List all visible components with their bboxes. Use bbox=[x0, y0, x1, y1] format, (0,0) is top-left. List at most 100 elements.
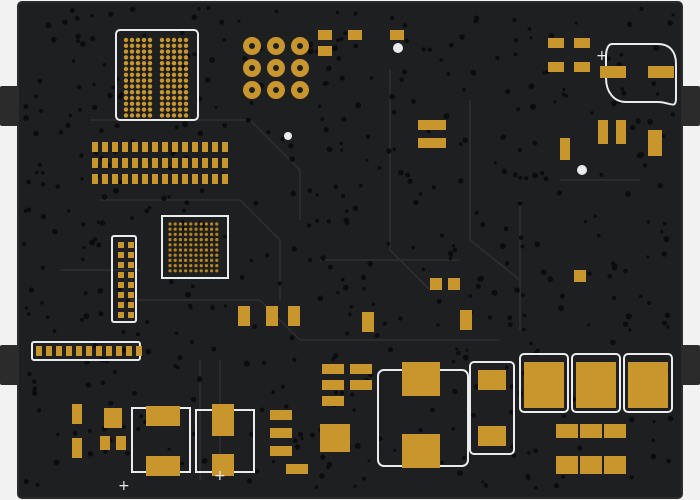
pad-8 bbox=[448, 278, 460, 290]
via bbox=[161, 195, 167, 202]
qfp-ball bbox=[215, 243, 219, 247]
bga-ball bbox=[171, 43, 177, 48]
small-pad bbox=[142, 174, 148, 184]
via bbox=[336, 290, 340, 295]
via bbox=[101, 194, 108, 200]
row-pad bbox=[106, 346, 112, 356]
bga-ball bbox=[177, 95, 183, 101]
qfp-ball bbox=[215, 258, 219, 262]
gold-pads bbox=[72, 30, 674, 476]
via bbox=[139, 414, 144, 419]
qfp-ball bbox=[210, 222, 214, 226]
pad-7 bbox=[430, 278, 442, 290]
power-pad-1 bbox=[524, 362, 564, 408]
bga-ball bbox=[147, 84, 153, 89]
qfp-ball bbox=[168, 238, 172, 242]
via bbox=[192, 52, 197, 57]
qfp-ball bbox=[178, 238, 182, 242]
via bbox=[108, 400, 114, 406]
small-pad bbox=[192, 142, 198, 152]
small-pad bbox=[202, 158, 208, 168]
bga-ball bbox=[165, 66, 171, 72]
via bbox=[547, 276, 554, 283]
qfp-ball bbox=[204, 248, 208, 252]
via bbox=[542, 71, 546, 75]
via bbox=[332, 45, 338, 51]
qfp-ball bbox=[189, 248, 193, 252]
via bbox=[503, 226, 509, 232]
qfp-ball bbox=[178, 248, 182, 252]
qfp-ball bbox=[168, 248, 172, 252]
bga-ball bbox=[177, 55, 183, 60]
fiducial-1 bbox=[393, 43, 403, 53]
bga-ball bbox=[159, 101, 165, 107]
via bbox=[290, 190, 296, 197]
via bbox=[23, 208, 28, 213]
via bbox=[21, 241, 27, 246]
via bbox=[280, 384, 285, 389]
via bbox=[587, 323, 591, 327]
via bbox=[99, 220, 106, 226]
via bbox=[144, 208, 150, 214]
via bbox=[350, 392, 355, 397]
via bbox=[527, 451, 531, 455]
qfp-ball bbox=[210, 248, 214, 252]
via bbox=[540, 269, 547, 276]
via bbox=[636, 152, 642, 159]
via bbox=[655, 92, 660, 96]
via bbox=[37, 162, 42, 167]
bga-ball bbox=[171, 78, 177, 83]
small-pad bbox=[122, 158, 128, 168]
header-pad bbox=[128, 262, 134, 268]
bga-ball bbox=[159, 113, 165, 118]
qfp-ball bbox=[168, 227, 172, 231]
small-pad-row-2 bbox=[580, 424, 602, 438]
via bbox=[129, 6, 136, 13]
header-pad bbox=[118, 272, 124, 278]
bga-ball bbox=[129, 55, 135, 60]
via bbox=[335, 10, 340, 15]
header-pad bbox=[118, 242, 124, 248]
via bbox=[62, 19, 68, 25]
qfp-ball bbox=[210, 243, 214, 247]
header-pad bbox=[128, 282, 134, 288]
via bbox=[307, 48, 314, 55]
row-pad bbox=[126, 346, 132, 356]
via bbox=[387, 347, 393, 353]
qfp-ball bbox=[204, 264, 208, 268]
via bbox=[317, 295, 324, 302]
via bbox=[89, 35, 96, 42]
via bbox=[353, 484, 357, 488]
via bbox=[344, 209, 349, 213]
inductor-pad-4 bbox=[478, 426, 506, 446]
via bbox=[504, 260, 510, 266]
edge-connectors bbox=[0, 86, 700, 385]
row-pad bbox=[136, 346, 142, 356]
header-pad bbox=[128, 292, 134, 298]
via bbox=[625, 191, 631, 197]
via bbox=[501, 168, 508, 175]
qfp-ball bbox=[215, 264, 219, 268]
qfp-ball bbox=[204, 227, 208, 231]
via bbox=[87, 451, 94, 457]
bga-ball bbox=[129, 101, 135, 107]
via bbox=[45, 22, 52, 29]
bga-ball bbox=[147, 43, 153, 48]
via bbox=[319, 473, 325, 479]
qfp-ball bbox=[178, 222, 182, 226]
via bbox=[562, 414, 566, 418]
row-pad bbox=[76, 346, 82, 356]
bga-ball bbox=[147, 66, 153, 72]
bga-ball bbox=[129, 61, 135, 66]
bga-ball bbox=[135, 37, 141, 43]
qfp-ball bbox=[194, 258, 198, 262]
via bbox=[577, 445, 583, 451]
pad-13 bbox=[362, 312, 374, 332]
qfp-ball bbox=[189, 258, 193, 262]
qfp-ball bbox=[178, 264, 182, 268]
via bbox=[315, 193, 319, 197]
via bbox=[495, 55, 500, 61]
pad-b bbox=[318, 46, 332, 56]
via bbox=[167, 447, 171, 451]
bga-ball bbox=[147, 95, 153, 101]
